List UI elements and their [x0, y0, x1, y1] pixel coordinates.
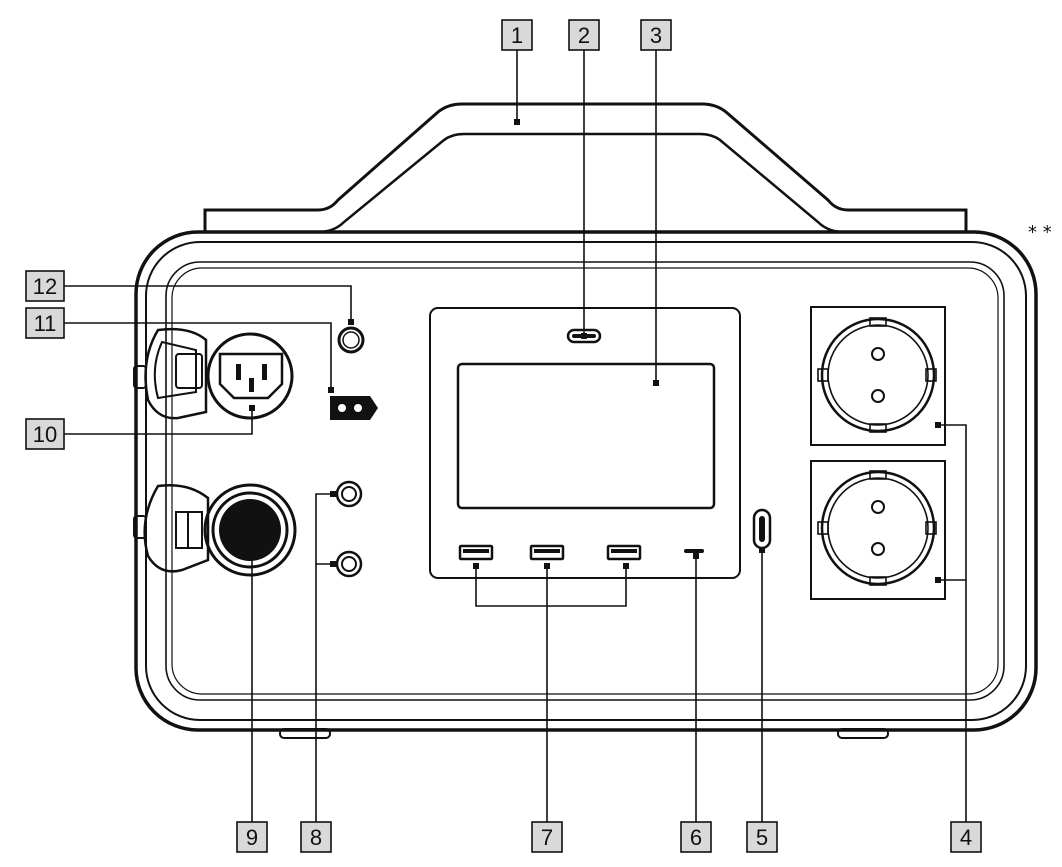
dc-outputs-8 — [335, 480, 363, 578]
svg-text:10: 10 — [33, 422, 57, 447]
callout-2: 2 — [568, 19, 600, 51]
right-foot — [837, 728, 889, 739]
svg-text:2: 2 — [578, 23, 590, 48]
callout-9: 9 — [236, 821, 268, 853]
note-asterisks: * * — [1028, 222, 1052, 243]
center-panel — [429, 307, 741, 579]
carry-handle — [203, 102, 968, 234]
svg-text:11: 11 — [34, 311, 57, 336]
svg-text:6: 6 — [690, 825, 702, 850]
callout-3: 3 — [640, 19, 672, 51]
svg-text:8: 8 — [310, 825, 322, 850]
power-button-12 — [337, 326, 365, 354]
leader-lines — [64, 50, 967, 822]
callout-1: 1 — [501, 19, 533, 51]
callout-7: 7 — [531, 821, 563, 853]
left-foot — [279, 728, 331, 739]
callout-4: 4 — [950, 821, 982, 853]
usb-c-side — [752, 508, 772, 550]
callout-6: 6 — [680, 821, 712, 853]
ac-outlets — [810, 306, 946, 600]
svg-text:4: 4 — [960, 825, 972, 850]
dc-fuse-11 — [330, 396, 378, 420]
callout-8: 8 — [300, 821, 332, 853]
svg-text:9: 9 — [246, 825, 258, 850]
callout-10: 10 — [25, 418, 65, 450]
svg-text:1: 1 — [511, 23, 523, 48]
svg-text:7: 7 — [541, 825, 553, 850]
callout-5: 5 — [746, 821, 778, 853]
svg-text:12: 12 — [33, 274, 57, 299]
svg-text:5: 5 — [756, 825, 768, 850]
ac-input-port — [133, 327, 294, 420]
lcd-display — [456, 362, 716, 510]
car-charger-port — [133, 483, 297, 577]
svg-text:3: 3 — [650, 23, 662, 48]
callout-11: 11 — [25, 307, 65, 339]
callout-12: 12 — [25, 270, 65, 302]
device-body — [134, 230, 1038, 739]
